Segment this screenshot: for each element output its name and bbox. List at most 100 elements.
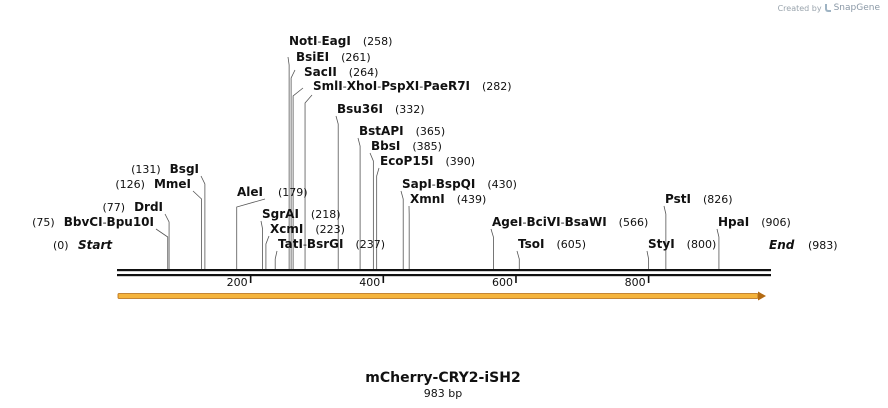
site-leader bbox=[357, 137, 361, 269]
enzyme-name: SmlI bbox=[313, 79, 343, 93]
site-label-noti: NotI - EagI(258) bbox=[289, 34, 392, 48]
enzyme-name: DrdI bbox=[134, 200, 163, 214]
site-leader bbox=[304, 94, 313, 269]
enzyme-name: SacII bbox=[304, 65, 337, 79]
snapgene-logo-icon bbox=[824, 4, 831, 12]
enzyme-name: TsoI bbox=[518, 237, 544, 251]
enzyme-name: EagI bbox=[321, 34, 350, 48]
site-leader bbox=[200, 175, 206, 269]
end-position: (983) bbox=[808, 239, 838, 252]
enzyme-name: TatI bbox=[278, 237, 303, 251]
site-label-alei: AleI(179) bbox=[237, 185, 308, 199]
watermark-brand: SnapGene bbox=[833, 3, 880, 13]
site-leader bbox=[490, 228, 494, 269]
site-leader bbox=[646, 250, 650, 269]
site-label-smli: SmlI - XhoI - PspXI - PaeR7I(282) bbox=[313, 79, 512, 93]
site-separator: - bbox=[522, 216, 526, 229]
site-position: (131) bbox=[131, 163, 161, 176]
site-label-hpai: HpaI(906) bbox=[718, 215, 791, 229]
site-separator: - bbox=[377, 80, 381, 93]
ruler-tick-label: 400 bbox=[359, 276, 380, 289]
site-leader bbox=[376, 167, 380, 269]
enzyme-name: XcmI bbox=[270, 222, 303, 236]
enzyme-name: StyI bbox=[648, 237, 675, 251]
site-separator: - bbox=[419, 80, 423, 93]
site-label-bsiei: BsiEI (261) bbox=[296, 50, 371, 64]
ruler-tick-label: 200 bbox=[227, 276, 248, 289]
enzyme-name: BstAPI bbox=[359, 124, 404, 138]
enzyme-name: BbsI bbox=[371, 139, 400, 153]
site-position: (179) bbox=[278, 186, 308, 199]
enzyme-name: PaeR7I bbox=[423, 79, 470, 93]
site-label-drdi: DrdI(77) bbox=[102, 200, 163, 214]
site-label-xmni: XmnI(439) bbox=[410, 192, 486, 206]
site-leader bbox=[516, 250, 520, 269]
site-label-mmei: MmeI (126) bbox=[115, 177, 191, 191]
enzyme-name: SapI bbox=[402, 177, 432, 191]
site-leader bbox=[287, 56, 290, 269]
backbone-top-strand bbox=[117, 269, 771, 272]
enzyme-name: BsgI bbox=[170, 162, 199, 176]
site-label-bsgi: BsgI (131) bbox=[131, 162, 199, 176]
site-leader bbox=[335, 115, 339, 269]
site-separator: - bbox=[303, 238, 307, 251]
end-label: End bbox=[769, 238, 795, 252]
site-leader bbox=[265, 235, 270, 269]
site-leader-lines bbox=[155, 56, 720, 269]
site-separator: - bbox=[103, 216, 107, 229]
site-position: (605) bbox=[556, 238, 586, 251]
site-label-bsu36i: Bsu36I(332) bbox=[337, 102, 425, 116]
enzyme-name: HpaI bbox=[718, 215, 749, 229]
snapgene-watermark: Created by SnapGene bbox=[778, 3, 880, 13]
site-label-sgrai: SgrAI(218) bbox=[262, 207, 341, 221]
enzyme-name: AgeI bbox=[492, 215, 522, 229]
site-leader bbox=[236, 198, 266, 269]
feature-arrow-body bbox=[117, 293, 759, 299]
site-position: (237) bbox=[355, 238, 385, 251]
enzyme-name: MmeI bbox=[154, 177, 191, 191]
site-position: (223) bbox=[315, 223, 345, 236]
site-label-sacii: SacII(264) bbox=[304, 65, 378, 79]
site-leader bbox=[155, 228, 169, 269]
start-end-labels: (0) Start End (983) bbox=[53, 238, 838, 252]
enzyme-name: EcoP15I bbox=[380, 154, 434, 168]
enzyme-name: XmnI bbox=[410, 192, 445, 206]
site-position: (282) bbox=[482, 80, 512, 93]
backbone-bottom-strand bbox=[117, 274, 771, 277]
site-position: (258) bbox=[363, 35, 393, 48]
site-position: (126) bbox=[115, 178, 145, 191]
map-length: 983 bp bbox=[424, 387, 462, 400]
enzyme-name: BsrGI bbox=[307, 237, 344, 251]
site-position: (365) bbox=[416, 125, 446, 138]
site-leader bbox=[192, 190, 202, 269]
watermark-created-by: Created by bbox=[777, 3, 822, 13]
site-leader bbox=[292, 87, 304, 269]
site-position: (566) bbox=[619, 216, 649, 229]
site-label-bstapi: BstAPI (365) bbox=[359, 124, 445, 138]
site-leader bbox=[164, 213, 170, 269]
site-position: (332) bbox=[395, 103, 425, 116]
site-label-agei: AgeI - BciVI - BsaWI(566) bbox=[492, 215, 648, 229]
site-label-psti: PstI(826) bbox=[665, 192, 733, 206]
site-leader bbox=[274, 250, 278, 269]
enzyme-name: BspQI bbox=[436, 177, 476, 191]
site-position: (261) bbox=[341, 51, 371, 64]
site-separator: - bbox=[432, 178, 436, 191]
start-label: Start bbox=[78, 238, 113, 252]
site-labels: NotI - EagI(258)BsiEI(261)SacII(264)SmlI… bbox=[32, 34, 791, 251]
site-position: (218) bbox=[311, 208, 341, 221]
site-leader bbox=[663, 205, 667, 269]
start-position: (0) bbox=[53, 239, 69, 252]
site-position: (385) bbox=[412, 140, 442, 153]
site-separator: - bbox=[318, 35, 322, 48]
site-label-tati: TatI - BsrGI (237) bbox=[278, 237, 385, 251]
enzyme-name: BbvCI bbox=[64, 215, 103, 229]
enzyme-name: PspXI bbox=[381, 79, 419, 93]
enzyme-name: Bpu10I bbox=[107, 215, 154, 229]
enzyme-name: BsiEI bbox=[296, 50, 329, 64]
feature-arrow-head bbox=[758, 291, 766, 301]
sequence-backbone bbox=[117, 269, 771, 277]
site-separator: - bbox=[561, 216, 565, 229]
feature-arrow bbox=[117, 291, 766, 301]
